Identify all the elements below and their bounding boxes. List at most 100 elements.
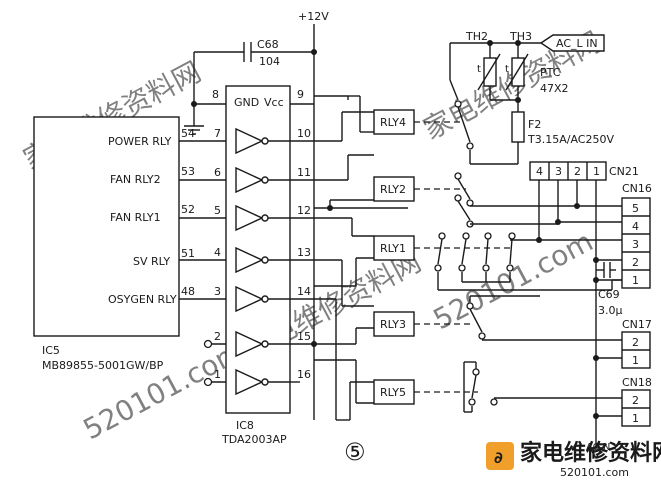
relay-rly1 [373,235,415,261]
fuse-f2 [511,111,525,143]
c69-ref: C69 [598,288,620,301]
unused-input-terminal [203,339,213,349]
ic8-input-pin: 2 [214,330,221,343]
cn17-pin: 1 [632,354,639,367]
ptc-label: PTC [540,66,561,79]
relay-contacts [434,100,516,406]
ic8-to-relay-wires [290,111,374,421]
ic5-pin-name: FAN RLY1 [110,211,161,224]
ic8-output-pin: 16 [297,368,311,381]
ic8-output-pin: 12 [297,204,311,217]
cn21-pin: 3 [555,165,562,178]
ic8-vcc-label: Vcc [264,96,284,109]
cn18-pin: 1 [632,412,639,425]
ic8-buffer [235,204,290,232]
cn16-ref: CN16 [622,182,652,195]
logo-badge [486,442,514,470]
ic5-pin-number: 54 [181,127,195,140]
ac-neutral-arrow [588,447,604,460]
ic5-ref: IC5 [42,344,60,357]
unused-input-terminal [203,377,213,387]
ic8-output-pin: 11 [297,166,311,179]
c68-value: 104 [259,55,280,68]
ic8-input-pin: 5 [214,204,221,217]
ic5-pin-number: 52 [181,203,195,216]
relay-label: RLY3 [380,318,406,331]
contact-terminal [454,100,462,108]
ic8-buffer [235,127,290,155]
ic5-pin-number: 48 [181,285,195,298]
relay-label: RLY1 [380,242,406,255]
ic8-buffer [235,285,290,313]
ic5-pin-number: 51 [181,247,195,260]
ic5-part: MB89855-5001GW/BP [42,359,164,372]
th2-ref: TH2 [465,30,488,43]
cn16-pin: 3 [632,238,639,251]
th3-ref: TH3 [509,30,532,43]
th3-t-symbol: t [505,64,509,75]
fuse-rating: T3.15A/AC250V [527,133,614,146]
ic8-buffer [235,330,290,358]
cn21-pin: 1 [593,165,600,178]
cn21-pin: 2 [574,165,581,178]
ac-input-section: AC_L IN TH2 TH3 t t PTC 47X2 F2 T3.15A/A… [449,30,614,165]
cn16-pin: 1 [632,274,639,287]
cn18-ref: CN18 [622,376,652,389]
watermark-logo: ∂ 家电维修资料网 520101.com [486,440,661,479]
connector-cn18: CN18 2 1 [463,361,652,427]
ic8-input-pin: 1 [214,368,221,381]
ic5-pin-name: FAN RLY2 [110,173,161,186]
cn16-pin: 4 [632,220,639,233]
ic5-pin-name: POWER RLY [108,135,172,148]
contact-terminal [466,142,474,150]
ic8-input-pin: 3 [214,285,221,298]
ic8-input-pin: 7 [214,127,221,140]
ic8-input-pin: 4 [214,246,221,259]
ic8-gnd-label: GND [234,96,259,109]
ic8-buffer [235,368,290,396]
relay-label: RLY4 [380,116,406,129]
relay-label: RLY2 [380,183,406,196]
ic8-part: TDA2003AP [221,433,287,446]
ic8-buffer [235,246,290,274]
ic8-output-pin: 15 [297,330,311,343]
ic8-ref: IC8 [236,419,254,432]
cn16-pin: 5 [632,202,639,215]
relay-label: RLY5 [380,386,406,399]
cn16-pin: 2 [632,256,639,269]
watermark-url: 520101.com [560,466,629,479]
ac-line-connector [539,34,605,52]
connector-cn21: 4 3 2 1 CN21 [529,161,639,448]
connector-cn17: CN17 2 1 [469,295,652,369]
cn21-pin: 4 [536,165,543,178]
fuse-ref: F2 [528,118,541,131]
relay-coils: RLY4 RLY2 RLY1 RLY3 RLY5 [373,109,415,405]
ic8-output-pin: 13 [297,246,311,259]
supply-label: +12V [298,10,329,23]
cn21-ref: CN21 [609,165,639,178]
ic8-vcc-pin: 9 [297,88,304,101]
ic5: IC5 MB89855-5001GW/BP POWER RLY 54 FAN R… [33,116,195,372]
ac-neutral: AC N [586,442,610,460]
watermark-url: 520101.com [428,225,599,337]
ic8: GND Vcc IC8 TDA2003AP [214,85,311,446]
ic5-body [33,116,180,337]
ic8-output-pin: 10 [297,127,311,140]
ic8-gnd-pin: 8 [212,88,219,101]
supply-and-c68: +12V C68 104 8 9 [184,10,329,420]
cn16-body [621,197,651,289]
ic8-input-pin: 6 [214,166,221,179]
watermark-brand: 家电维修资料网 [520,440,661,466]
cn18-pin: 2 [632,394,639,407]
logo-glyph: ∂ [494,448,503,467]
relay-mechanical-links [414,121,510,393]
ac-line-label: AC_L IN [556,37,598,50]
connector-cn16: CN16 5 4 3 2 1 [437,182,652,291]
figure-number: ⑤ [344,438,366,466]
ic8-output-pin: 14 [297,285,311,298]
relay-vcc-bus [314,95,408,404]
ic5-pin-name: SV RLY [133,255,170,268]
ic8-buffer [235,166,290,194]
cn17-ref: CN17 [622,318,652,331]
